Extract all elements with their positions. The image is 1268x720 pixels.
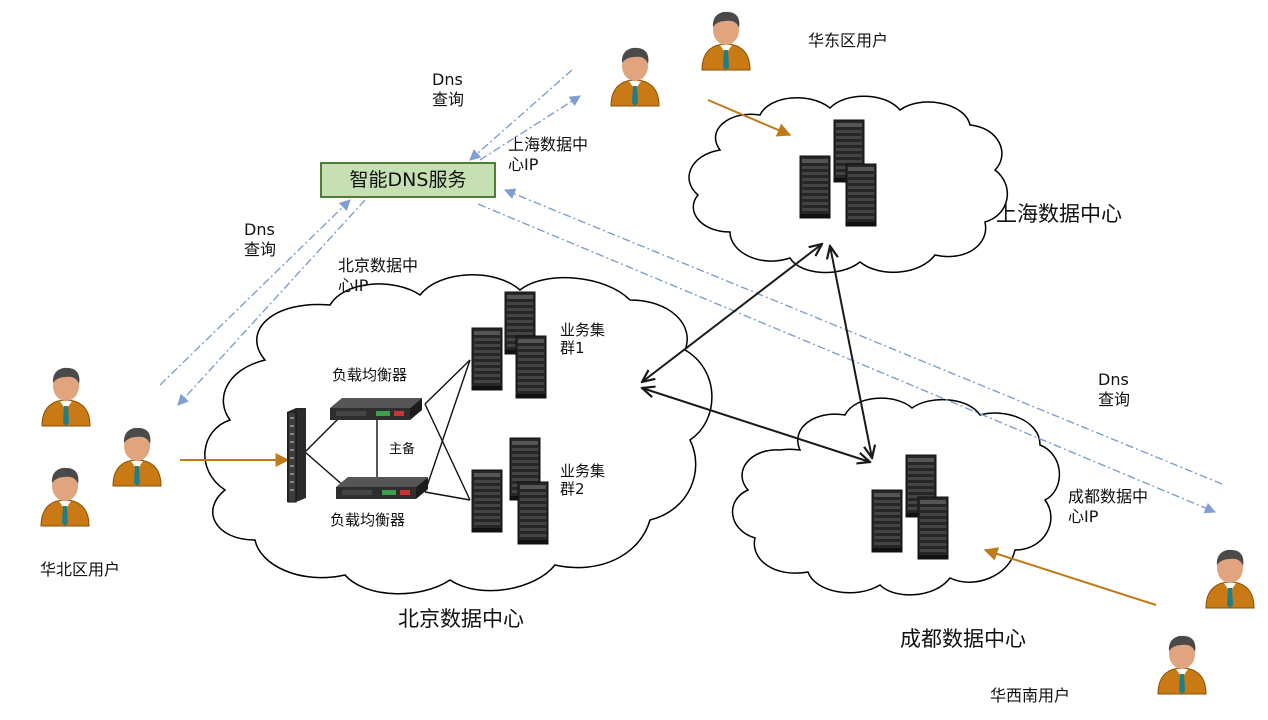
load-balancer-icon-bottom [336, 477, 428, 499]
server-rack-icon [515, 335, 547, 399]
cluster2-label: 业务集 群2 [560, 462, 605, 498]
east-dns-query-line [469, 69, 573, 161]
dns-query-line1: Dns [432, 70, 463, 89]
shanghai-ip-answer-line [479, 95, 581, 161]
beijing-cloud [204, 274, 713, 595]
dns-query-label-east: Dns 查询 [432, 70, 464, 110]
chengdu-ip-line2: 心IP [1068, 507, 1099, 526]
shanghai-ip-line2: 心IP [508, 155, 539, 174]
user-avatar-icon [40, 467, 90, 527]
dns-service-label: 智能DNS服务 [349, 169, 467, 191]
north-users [40, 367, 162, 527]
user-avatar-icon [1157, 635, 1207, 695]
ha-label: 主备 [389, 442, 416, 457]
cluster2-line2: 群2 [560, 480, 585, 498]
load-balancer-icon-top [330, 398, 422, 420]
user-avatar-icon [610, 47, 660, 107]
chengdu-ip-answer-line [477, 203, 1217, 514]
user-avatar-icon [41, 367, 91, 427]
server-rack-icon [845, 163, 877, 227]
chengdu-dc-title: 成都数据中心 [900, 627, 1026, 651]
server-rack-icon [799, 155, 831, 219]
server-rack-icon [471, 327, 503, 391]
chengdu-ip-label: 成都数据中 心IP [1068, 487, 1148, 527]
east-users [610, 11, 751, 107]
load-balancer-label-bottom: 负载均衡器 [330, 511, 406, 529]
server-rack-icon [517, 481, 549, 545]
cluster1-line1: 业务集 [560, 321, 606, 339]
east-users-label: 华东区用户 [808, 31, 889, 50]
southwest-user-access-arrow [983, 547, 1157, 606]
dns-query-line1: Dns [244, 220, 275, 239]
beijing-dc-title: 北京数据中心 [398, 607, 524, 631]
server-rack-icon [471, 469, 503, 533]
cluster1-line2: 群1 [560, 339, 585, 357]
dns-query-line2: 查询 [432, 90, 465, 109]
shanghai-dc-title: 上海数据中心 [996, 202, 1122, 226]
smart-dns-service: 智能DNS服务 [320, 162, 496, 198]
north-dns-query-line [159, 199, 351, 386]
user-avatar-icon [701, 11, 751, 71]
beijing-ip-line2: 心IP [338, 276, 369, 295]
user-access-flows [180, 99, 1157, 606]
network-switch-icon [287, 408, 306, 503]
server-rack-icon [917, 496, 949, 560]
beijing-wiring [304, 359, 471, 501]
southwest-users [1157, 549, 1255, 695]
shanghai-ip-line1: 上海数据中 [508, 135, 589, 154]
dns-query-line2: 查询 [244, 240, 277, 259]
user-avatar-icon [1205, 549, 1255, 609]
load-balancer-label-top: 负载均衡器 [332, 366, 408, 384]
beijing-ip-answer-line [177, 199, 366, 406]
shanghai-chengdu-link [830, 246, 872, 458]
dns-query-label-north: Dns 查询 [244, 220, 276, 260]
east-user-access-arrow [707, 99, 792, 137]
dns-query-label-southwest: Dns 查询 [1098, 370, 1130, 410]
shanghai-ip-label: 上海数据中 心IP [508, 135, 588, 175]
southwest-users-label: 华西南用户 [990, 686, 1071, 705]
server-rack-icon [871, 489, 903, 553]
chengdu-ip-line1: 成都数据中 [1068, 487, 1149, 506]
user-avatar-icon [112, 427, 162, 487]
cluster1-label: 业务集 群1 [560, 321, 605, 357]
dns-query-line2: 查询 [1098, 390, 1131, 409]
dns-query-line1: Dns [1098, 370, 1129, 389]
beijing-shanghai-link [642, 244, 822, 382]
north-users-label: 华北区用户 [40, 560, 121, 579]
cluster2-line1: 业务集 [560, 462, 606, 480]
dc-interconnect [642, 244, 872, 462]
beijing-ip-label: 北京数据中 心IP [338, 256, 418, 296]
beijing-ip-line1: 北京数据中 [338, 256, 419, 275]
